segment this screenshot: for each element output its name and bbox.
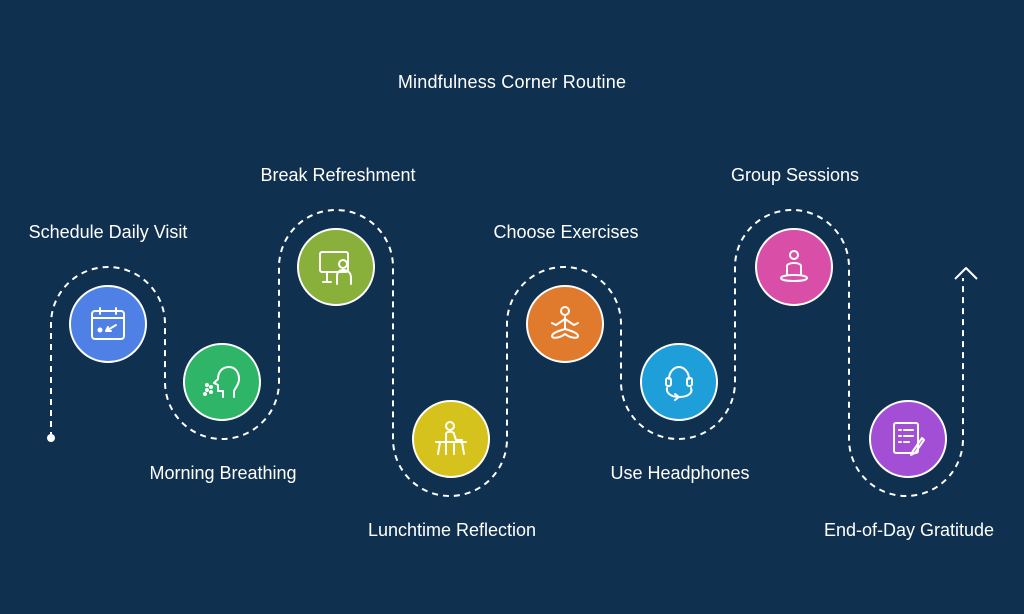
step-node-headphones <box>640 343 718 421</box>
step-label-headphones: Use Headphones <box>610 463 750 483</box>
seated-person-icon <box>780 250 808 282</box>
step-node-schedule <box>69 285 147 363</box>
breathing-head-icon <box>203 366 240 398</box>
path-end-arrow <box>954 267 978 280</box>
step-label-lunch: Lunchtime Reflection <box>367 520 537 540</box>
step-label-break: Break Refreshment <box>260 165 416 185</box>
step-node-group <box>755 228 833 306</box>
step-label-breathing: Morning Breathing <box>149 463 297 483</box>
journal-writing-icon <box>893 422 925 456</box>
step-node-breathing <box>183 343 261 421</box>
step-label-group: Group Sessions <box>730 165 860 185</box>
headphones-icon <box>665 366 693 401</box>
step-node-lunch <box>412 400 490 478</box>
meditation-icon <box>551 306 579 339</box>
desk-person-icon <box>435 421 467 455</box>
step-label-schedule: Schedule Daily Visit <box>28 222 188 242</box>
step-label-gratitude: End-of-Day Gratitude <box>823 520 995 540</box>
step-node-break <box>297 228 375 306</box>
diagram-title: Mindfulness Corner Routine <box>397 72 627 92</box>
step-node-gratitude <box>869 400 947 478</box>
calendar-icon <box>91 307 125 340</box>
step-node-exercises <box>526 285 604 363</box>
presentation-person-icon <box>319 251 352 285</box>
step-label-exercises: Choose Exercises <box>493 222 639 242</box>
